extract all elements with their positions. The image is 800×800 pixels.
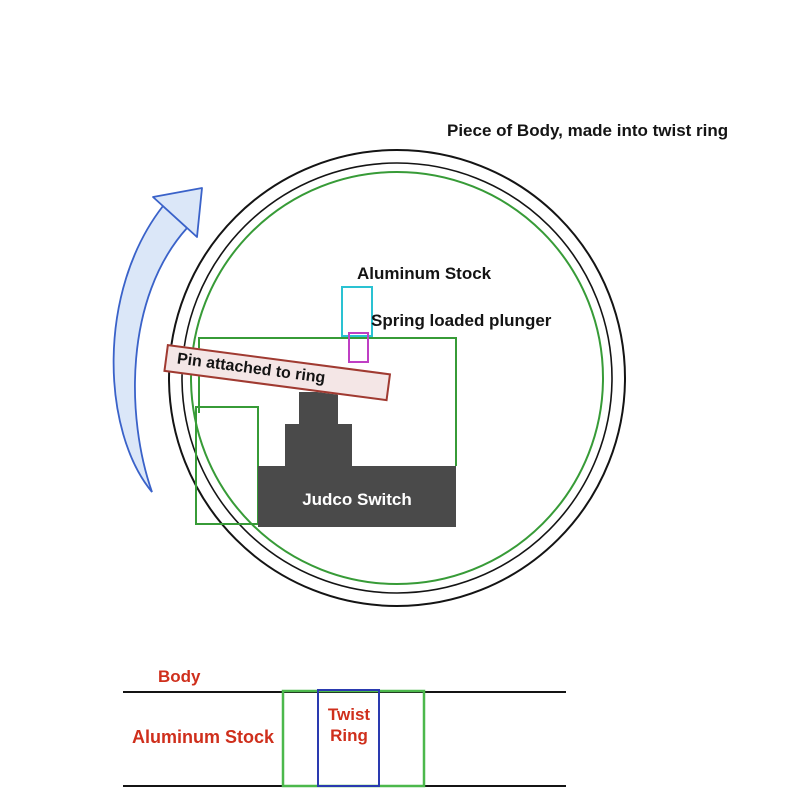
rotation-arrow-head: [152, 187, 203, 238]
body-label: Body: [158, 667, 201, 686]
spring-plunger-rect: [348, 332, 369, 363]
twist-ring-green-circle: [190, 171, 604, 585]
twist-ring-inner-circle: [181, 162, 613, 594]
spring-plunger-label: Spring loaded plunger: [371, 311, 552, 330]
green-small-rect-outline: [195, 406, 259, 525]
judco-switch-shape: [258, 392, 456, 527]
cross-section-twist-ring-rect: [317, 689, 380, 787]
aluminum-stock-rect: [341, 286, 373, 337]
diagram-title: Piece of Body, made into twist ring: [447, 121, 729, 140]
twist-ring-outer-circle: [168, 149, 626, 607]
twist-ring-label: Twist Ring: [327, 705, 371, 746]
judco-switch-label: Judco Switch: [302, 490, 412, 509]
aluminum-stock-bottom-label: Aluminum Stock: [132, 727, 275, 747]
aluminum-stock-top-label: Aluminum Stock: [357, 264, 492, 283]
